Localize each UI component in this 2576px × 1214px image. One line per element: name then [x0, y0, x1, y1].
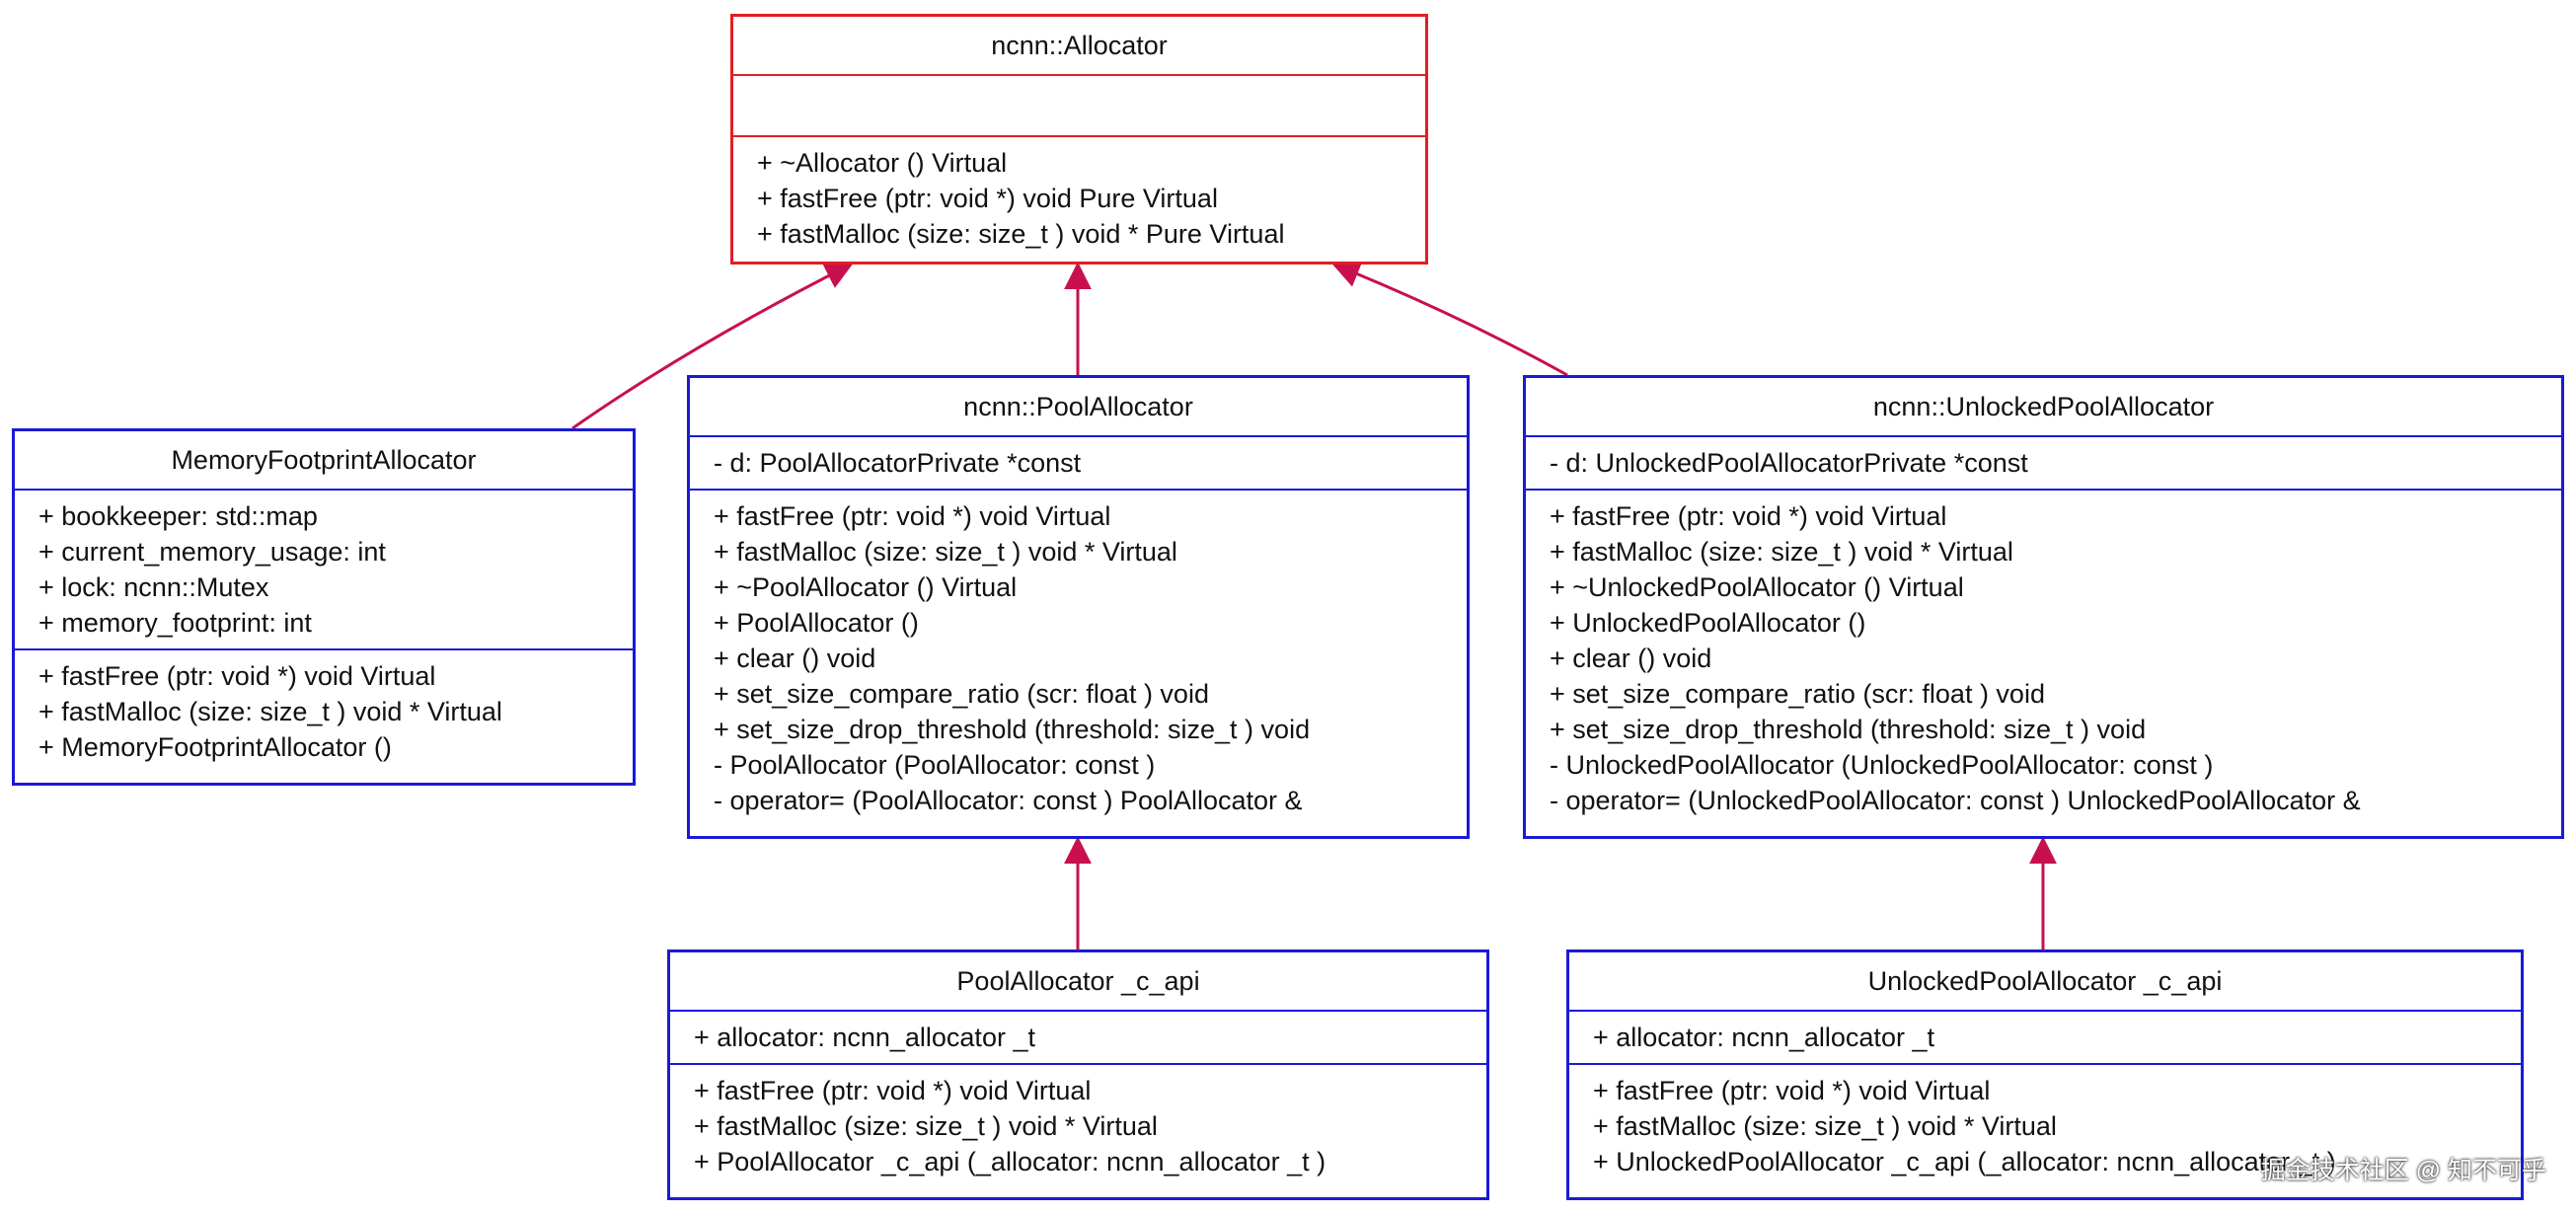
attributes-section: + allocator: ncnn_allocator _t [1569, 1010, 2521, 1063]
method: + PoolAllocator () [714, 608, 919, 638]
method: + fastMalloc (size: size_t ) void * Virt… [1593, 1111, 2057, 1141]
method: + fastFree (ptr: void *) void Virtual [38, 661, 436, 691]
attribute: + bookkeeper: std::map [38, 501, 318, 531]
class-name: UnlockedPoolAllocator _c_api [1867, 966, 2223, 996]
method: + fastMalloc (size: size_t ) void * Virt… [714, 537, 1177, 567]
attributes-section [733, 74, 1425, 135]
method: - PoolAllocator (PoolAllocator: const ) [714, 750, 1156, 780]
method: + fastFree (ptr: void *) void Pure Virtu… [757, 184, 1218, 213]
class-name: ncnn::Allocator [991, 31, 1168, 60]
attribute: + allocator: ncnn_allocator _t [1593, 1023, 1934, 1052]
method: + set_size_compare_ratio (scr: float ) v… [714, 679, 1209, 709]
method: + UnlockedPoolAllocator _c_api (_allocat… [1593, 1147, 2336, 1176]
attribute: - d: UnlockedPoolAllocatorPrivate *const [1550, 448, 2028, 478]
class-pool-allocator-c-api: PoolAllocator _c_api + allocator: ncnn_a… [667, 949, 1489, 1200]
method: + fastMalloc (size: size_t ) void * Virt… [694, 1111, 1158, 1141]
edge-memoryfootprint-to-allocator [571, 263, 854, 430]
attribute: - d: PoolAllocatorPrivate *const [714, 448, 1082, 478]
method: + fastMalloc (size: size_t ) void * Virt… [1550, 537, 2013, 567]
attribute: + current_memory_usage: int [38, 537, 386, 567]
methods-section: + fastFree (ptr: void *) void Virtual + … [15, 648, 633, 773]
class-pool-allocator: ncnn::PoolAllocator - d: PoolAllocatorPr… [687, 375, 1470, 839]
method: + UnlockedPoolAllocator () [1550, 608, 1866, 638]
methods-section: + fastFree (ptr: void *) void Virtual + … [690, 489, 1467, 826]
attribute: + lock: ncnn::Mutex [38, 572, 269, 602]
method: + ~Allocator () Virtual [757, 148, 1008, 178]
class-name: ncnn::PoolAllocator [963, 392, 1193, 421]
attribute: + memory_footprint: int [38, 608, 312, 638]
class-memory-footprint-allocator: MemoryFootprintAllocator + bookkeeper: s… [12, 428, 636, 786]
method: - operator= (PoolAllocator: const ) Pool… [714, 786, 1303, 815]
method: - UnlockedPoolAllocator (UnlockedPoolAll… [1550, 750, 2214, 780]
edge-unlockedpool-to-allocator [1331, 261, 1568, 377]
method: + set_size_drop_threshold (threshold: si… [714, 715, 1311, 744]
class-unlocked-pool-allocator: ncnn::UnlockedPoolAllocator - d: Unlocke… [1523, 375, 2564, 839]
attribute: + allocator: ncnn_allocator _t [694, 1023, 1035, 1052]
method: + MemoryFootprintAllocator () [38, 732, 392, 762]
watermark-text: 掘金技术社区 @ 知不可乎 [2260, 1157, 2546, 1184]
attributes-section: - d: PoolAllocatorPrivate *const [690, 435, 1467, 489]
method: + ~UnlockedPoolAllocator () Virtual [1550, 572, 1964, 602]
method: + clear () void [1550, 644, 1712, 673]
method: + set_size_drop_threshold (threshold: si… [1550, 715, 2147, 744]
attributes-section: + allocator: ncnn_allocator _t [670, 1010, 1486, 1063]
method: + ~PoolAllocator () Virtual [714, 572, 1018, 602]
method: + clear () void [714, 644, 876, 673]
method: + fastFree (ptr: void *) void Virtual [694, 1076, 1092, 1105]
class-name: ncnn::UnlockedPoolAllocator [1872, 392, 2215, 421]
class-name: PoolAllocator _c_api [956, 966, 1200, 996]
methods-section: + fastFree (ptr: void *) void Virtual + … [1569, 1063, 2521, 1187]
method: + fastFree (ptr: void *) void Virtual [714, 501, 1111, 531]
class-name: MemoryFootprintAllocator [171, 445, 477, 475]
method: + fastFree (ptr: void *) void Virtual [1550, 501, 1947, 531]
methods-section: + fastFree (ptr: void *) void Virtual + … [670, 1063, 1486, 1187]
attributes-section: - d: UnlockedPoolAllocatorPrivate *const [1526, 435, 2561, 489]
method: - operator= (UnlockedPoolAllocator: cons… [1550, 786, 2361, 815]
methods-section: + ~Allocator () Virtual + fastFree (ptr:… [733, 135, 1425, 260]
class-unlocked-pool-allocator-c-api: UnlockedPoolAllocator _c_api + allocator… [1566, 949, 2524, 1200]
method: + PoolAllocator _c_api (_allocator: ncnn… [694, 1147, 1326, 1176]
class-allocator: ncnn::Allocator + ~Allocator () Virtual … [730, 14, 1428, 265]
methods-section: + fastFree (ptr: void *) void Virtual + … [1526, 489, 2561, 826]
method: + fastMalloc (size: size_t ) void * Virt… [38, 697, 502, 726]
method: + fastMalloc (size: size_t ) void * Pure… [757, 219, 1285, 249]
method: + fastFree (ptr: void *) void Virtual [1593, 1076, 1991, 1105]
method: + set_size_compare_ratio (scr: float ) v… [1550, 679, 2045, 709]
attributes-section: + bookkeeper: std::map + current_memory_… [15, 489, 633, 648]
